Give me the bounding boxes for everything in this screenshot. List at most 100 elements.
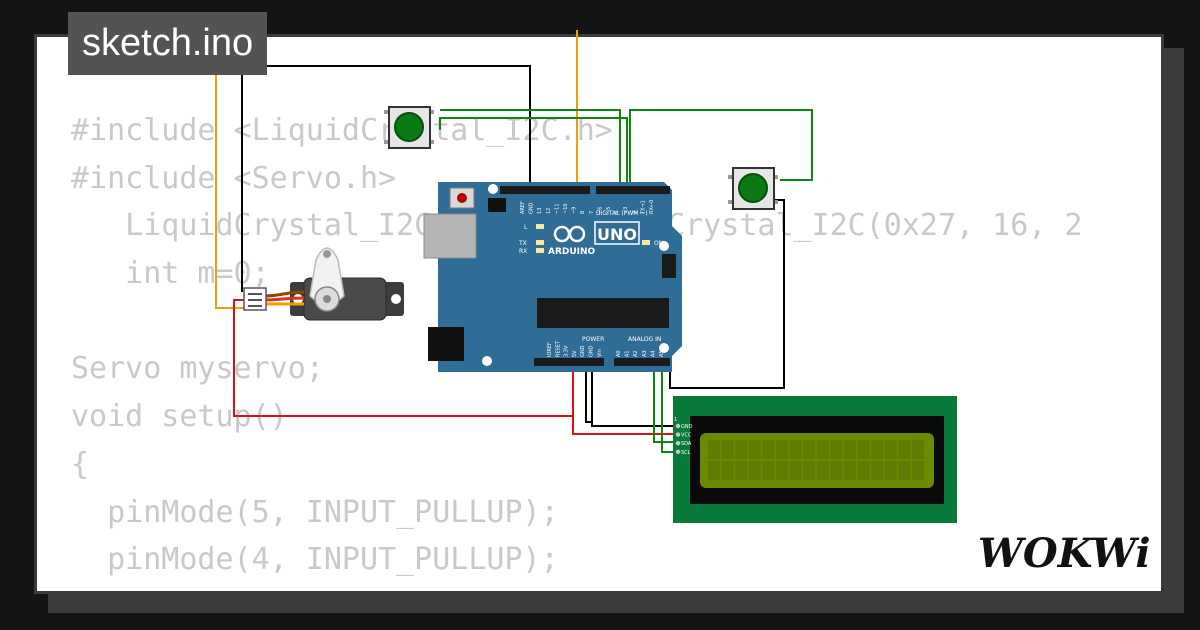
lcd-cell (898, 440, 911, 459)
lcd-pin1-label: 1 (674, 417, 677, 423)
lcd-pin-label: GND (681, 424, 693, 430)
pin-label: IOREF (547, 342, 553, 357)
pin-label: GND (580, 345, 586, 357)
code-line: lcd.init(); (71, 584, 1082, 591)
code-line: #include <Servo.h> (71, 160, 397, 196)
lcd-cell (789, 461, 802, 480)
lcd-cell (762, 440, 775, 459)
lcd-cell (748, 440, 761, 459)
lcd-cell (803, 440, 816, 459)
pin-label: A0 (616, 350, 622, 357)
wire-green-btn1-a[interactable] (440, 109, 621, 189)
lcd-pin-label: SDA (681, 441, 692, 447)
lcd-cell (816, 461, 829, 480)
pin-label: RX←0 (649, 200, 655, 214)
lcd-cell (912, 461, 924, 480)
pin-label: ~3 (623, 207, 629, 214)
pin-label: A3 (642, 350, 648, 357)
pin-label: ~9 (572, 207, 578, 214)
lcd-pin[interactable] (675, 449, 681, 454)
lcd-pin[interactable] (675, 432, 681, 437)
pushbutton-1[interactable] (384, 106, 434, 149)
lcd-cell (708, 461, 720, 480)
lcd-cell (844, 440, 856, 459)
pin-label: ~11 (554, 203, 560, 214)
board-rx-label: RX (519, 248, 527, 255)
board-power-label: POWER (582, 336, 604, 343)
pin-label: ~6 (597, 207, 603, 214)
board-analog-label: ANALOG IN (628, 336, 661, 343)
lcd-pin-label: SCL (681, 450, 691, 456)
lcd-cell (884, 440, 897, 459)
lcd-cell (830, 461, 843, 480)
wire-green-btn2[interactable] (629, 109, 813, 189)
board-tx-label: TX (518, 240, 527, 247)
lcd-pin[interactable] (675, 423, 681, 429)
lcd-cell (844, 461, 856, 480)
lcd-cell (871, 440, 884, 459)
pin-label: A2 (633, 350, 639, 357)
pin-label: 7 (589, 211, 595, 214)
lcd-cell (816, 440, 829, 459)
pin-label: A5 (659, 350, 665, 357)
board-model-text: UNO (597, 225, 637, 244)
file-tab-label: sketch.ino (82, 22, 254, 64)
pin-label: A1 (625, 350, 631, 357)
pin-label: AREF (520, 201, 526, 214)
lcd-cell (830, 440, 843, 459)
pin-label: Vin (597, 349, 603, 357)
wokwi-logo: WOKWi (978, 530, 1151, 574)
pin-label: A4 (650, 350, 656, 357)
lcd-cell (748, 461, 761, 480)
lcd-display[interactable]: 1 GND VCC SDA SCL (673, 396, 957, 523)
lcd-pin-label: VCC (681, 433, 692, 439)
pin-label: 8 (580, 211, 586, 214)
board-l-label: L (524, 224, 528, 231)
wokwi-logo-text: WOKWi (978, 530, 1151, 574)
code-line: int m=0; (71, 256, 270, 292)
lcd-cell (721, 461, 734, 480)
pin-label: 5V (572, 350, 578, 357)
file-tab[interactable]: sketch.ino (68, 12, 268, 75)
pin-label: TX→1 (640, 200, 646, 215)
wire-green-sda[interactable] (653, 360, 678, 443)
arduino-uno-board[interactable]: UNO ARDUINO DIGITAL (PWM ~) POWER ANALOG… (423, 182, 682, 372)
wire-black-lcd-gnd[interactable] (591, 360, 678, 427)
wire-black-servo-gnd[interactable] (241, 65, 531, 292)
lcd-cell (776, 461, 788, 480)
wire-green-btn1-b[interactable] (439, 117, 628, 189)
pin-label: RESET (555, 340, 561, 357)
code-line: { (71, 446, 90, 482)
wire-black-btn2-gnd[interactable] (669, 199, 785, 389)
servo-motor[interactable] (243, 247, 404, 321)
board-brand-text: ARDUINO (548, 247, 596, 257)
board-digital-label: DIGITAL (PWM ~) (596, 210, 648, 217)
pin-label: ~5 (606, 207, 612, 214)
lcd-cell (789, 440, 802, 459)
pin-label: 13 (537, 208, 543, 214)
lcd-cell (857, 461, 870, 480)
pin-label: 2 (632, 211, 638, 214)
lcd-pins: GND VCC SDA SCL (675, 423, 693, 456)
lcd-cell (721, 440, 734, 459)
lcd-cell (708, 440, 720, 459)
lcd-pin[interactable] (675, 441, 681, 446)
wire-red-lcd-vcc[interactable] (572, 360, 678, 435)
pin-label: ~10 (563, 203, 569, 214)
wires (215, 12, 813, 453)
lcd-cell (735, 440, 748, 459)
lcd-cell (871, 461, 884, 480)
wire-green-scl[interactable] (661, 360, 678, 453)
pin-label: 12 (546, 208, 552, 214)
lcd-cell (762, 461, 775, 480)
wire-black-lcd-gnd-2[interactable] (585, 360, 592, 423)
lcd-cell (857, 440, 870, 459)
pushbutton-2[interactable] (728, 167, 778, 210)
wire-orange-left[interactable] (215, 12, 246, 309)
lcd-cell (898, 461, 911, 480)
lcd-cell (735, 461, 748, 480)
code-line: pinMode(4, INPUT_PULLUP); (71, 542, 559, 578)
